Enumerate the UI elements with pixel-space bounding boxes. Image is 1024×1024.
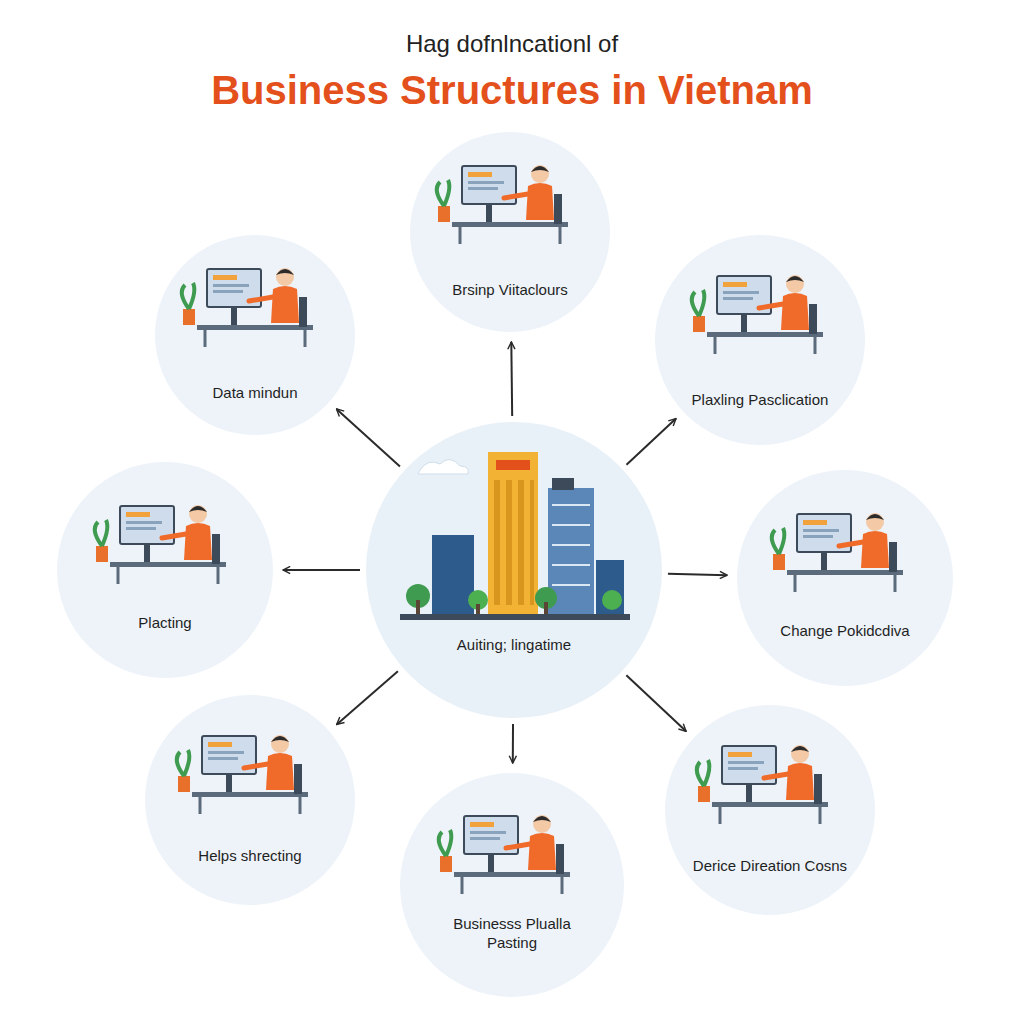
topic-label: Derice Direation Cosns <box>680 856 861 875</box>
topic-label: Placting <box>79 613 252 632</box>
topic-label: Auiting; lingatime <box>410 635 617 654</box>
topic-circle: Brsinp Viitaclours <box>410 132 610 332</box>
arrow-connector <box>512 724 514 763</box>
topic-label: Businesss Plualla Pasting <box>445 914 579 952</box>
arrow-connector <box>510 342 513 416</box>
title: Business Structures in Vietnam <box>0 68 1024 113</box>
subtitle-label: Hag dofnlncationl of <box>0 30 1024 58</box>
topic-circle: Businesss Plualla Pasting <box>400 773 624 997</box>
topic-label: Data mindun <box>171 383 339 402</box>
topic-circle: Data mindun <box>155 235 355 435</box>
arrow-connector <box>283 569 360 571</box>
topic-circle: Placting <box>57 462 273 678</box>
topic-label: Brsinp Viitaclours <box>426 280 594 299</box>
arrow-connector <box>626 419 676 465</box>
arrow-connector <box>668 574 727 575</box>
topic-label: Helps shrecting <box>162 846 338 865</box>
arrow-connector <box>336 409 399 467</box>
topic-circle: Derice Direation Cosns <box>665 705 875 915</box>
topic-label: Change Pokidcdiva <box>754 621 935 640</box>
topic-circle: Plaxling Pasclication <box>655 235 865 445</box>
arrow-connector <box>337 671 398 724</box>
topic-circle: Helps shrecting <box>145 695 355 905</box>
arrow-connector <box>626 675 686 731</box>
topic-circle: Change Pokidcdiva <box>737 470 953 686</box>
topic-circle: Auiting; lingatime <box>366 422 662 718</box>
topic-label: Plaxling Pasclication <box>672 390 848 409</box>
